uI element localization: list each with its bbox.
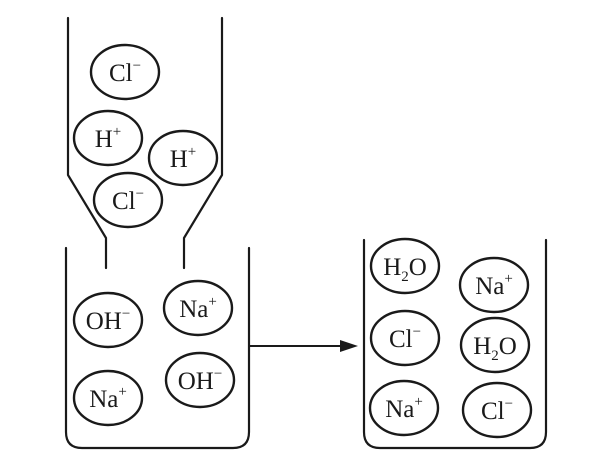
ion-symbol: Cl <box>389 326 413 353</box>
reaction-arrow-head <box>340 340 358 352</box>
ion-circle <box>162 279 234 337</box>
ion-label: H+ <box>95 124 122 153</box>
ion-label: OH− <box>86 306 131 335</box>
ion-charge: + <box>414 394 422 410</box>
ion-charge: − <box>413 324 421 340</box>
ion-symbol: H <box>170 146 188 173</box>
ion-symbol: Cl <box>109 60 133 87</box>
ion-subscript: 2 <box>401 269 409 285</box>
ion-label: H2O <box>383 254 427 285</box>
ion-label: Na+ <box>89 384 127 413</box>
ion-symbol: Na <box>475 273 504 300</box>
right-beaker <box>362 238 548 450</box>
dropper-left-wall <box>66 16 108 270</box>
right-h2o-1-ion: H2O <box>369 237 441 295</box>
ion-circle <box>89 43 161 101</box>
dropper-h-1-ion: H+ <box>72 109 144 167</box>
ion-symbol-tail: O <box>409 254 427 281</box>
ion-symbol: Na <box>385 396 414 423</box>
ion-circle <box>72 109 144 167</box>
ion-charge: + <box>113 124 121 140</box>
ion-charge: − <box>505 396 513 412</box>
ion-circle <box>369 309 441 367</box>
ion-symbol: H <box>95 126 113 153</box>
left-oh-2-ion: OH− <box>164 351 236 409</box>
ion-charge: + <box>208 294 216 310</box>
ion-circle <box>368 379 440 437</box>
ion-label: Na+ <box>475 271 513 300</box>
left-na-1-ion: Na+ <box>162 279 234 337</box>
ion-circle <box>72 369 144 427</box>
right-cl-1-ion: Cl− <box>369 309 441 367</box>
left-beaker-ions: OH−Na+Na+OH− <box>72 279 236 427</box>
ion-symbol: Cl <box>481 398 505 425</box>
ion-circle <box>369 237 441 295</box>
ion-label: Cl− <box>109 58 141 87</box>
ion-circle <box>459 316 531 374</box>
dropper-right-wall <box>182 16 224 270</box>
ion-subscript: 2 <box>491 348 499 364</box>
ion-charge: − <box>133 58 141 74</box>
ion-symbol: OH <box>86 308 122 335</box>
ion-charge: + <box>504 271 512 287</box>
ion-label: H+ <box>170 144 197 173</box>
right-h2o-2-ion: H2O <box>459 316 531 374</box>
ion-circle <box>164 351 236 409</box>
right-na-1-ion: Na+ <box>458 256 530 314</box>
ion-symbol: H <box>383 254 401 281</box>
dropper-h-2-ion: H+ <box>147 129 219 187</box>
ion-charge: − <box>214 366 222 382</box>
ion-label: Na+ <box>179 294 217 323</box>
ion-label: H2O <box>473 333 517 364</box>
right-na-2-ion: Na+ <box>368 379 440 437</box>
ion-label: OH− <box>178 366 223 395</box>
ion-label: Cl− <box>481 396 513 425</box>
ion-circle <box>461 381 533 439</box>
dropper-cl-1-ion: Cl− <box>89 43 161 101</box>
ion-symbol: H <box>473 333 491 360</box>
ion-label: Na+ <box>385 394 423 423</box>
ion-charge: + <box>188 144 196 160</box>
ion-circle <box>458 256 530 314</box>
ion-symbol: Na <box>89 386 118 413</box>
ion-circle <box>72 291 144 349</box>
left-oh-1-ion: OH− <box>72 291 144 349</box>
ion-charge: − <box>122 306 130 322</box>
ion-charge: + <box>118 384 126 400</box>
ion-symbol-tail: O <box>499 333 517 360</box>
ion-label: Cl− <box>112 186 144 215</box>
ion-symbol: Cl <box>112 188 136 215</box>
ion-circle <box>92 171 164 229</box>
left-beaker <box>64 246 251 450</box>
ion-label: Cl− <box>389 324 421 353</box>
right-cl-2-ion: Cl− <box>461 381 533 439</box>
ion-symbol: Na <box>179 296 208 323</box>
dropper-cl-2-ion: Cl− <box>92 171 164 229</box>
dropper-ions: Cl−H+H+Cl− <box>72 43 219 229</box>
ion-symbol: OH <box>178 368 214 395</box>
ion-charge: − <box>136 186 144 202</box>
ion-circle <box>147 129 219 187</box>
left-na-2-ion: Na+ <box>72 369 144 427</box>
